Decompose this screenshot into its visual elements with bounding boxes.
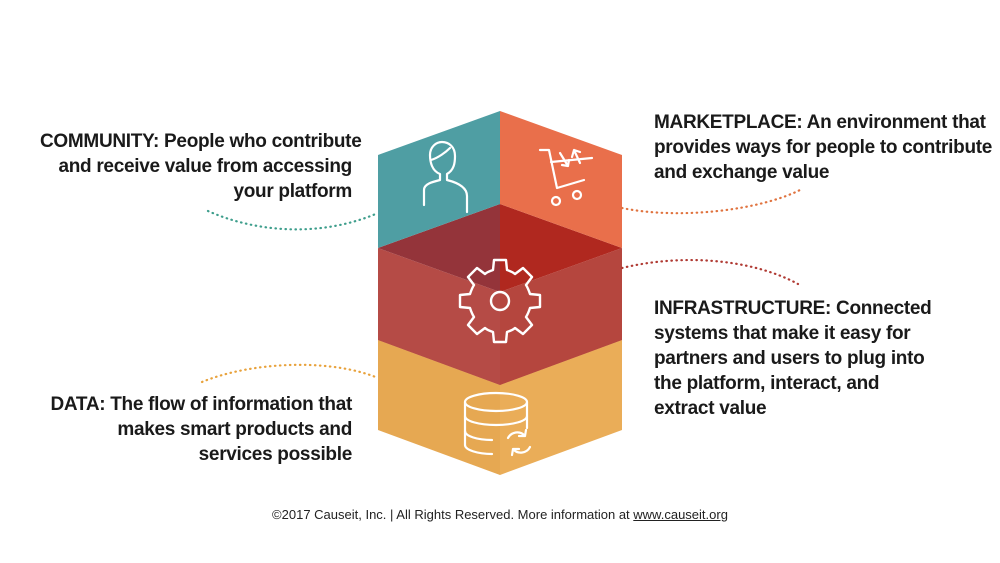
data-label-line: DATA: The flow of information that bbox=[50, 394, 353, 415]
person-icon bbox=[422, 140, 469, 214]
community-label: COMMUNITY: People who contribute and rec… bbox=[40, 129, 362, 204]
data-label-line: makes smart products and bbox=[117, 419, 352, 440]
marketplace-label-line: MARKETPLACE: An environment that bbox=[654, 112, 986, 133]
infrastructure-label-line: extract value bbox=[654, 398, 767, 419]
community-label-line: your platform bbox=[233, 181, 352, 202]
infrastructure-connector bbox=[620, 258, 800, 286]
infrastructure-layer-right-face bbox=[500, 248, 622, 385]
marketplace-label: MARKETPLACE: An environment that provide… bbox=[654, 110, 993, 185]
footer-link[interactable]: www.causeit.org bbox=[633, 507, 728, 522]
marketplace-label-line: and exchange value bbox=[654, 162, 830, 183]
data-label: DATA: The flow of information that makes… bbox=[40, 392, 353, 467]
data-connector bbox=[200, 363, 380, 384]
shopping-cart-icon bbox=[538, 148, 594, 207]
footer-text: ©2017 Causeit, Inc. | All Rights Reserve… bbox=[272, 507, 634, 522]
database-sync-icon bbox=[463, 391, 532, 457]
gear-icon bbox=[458, 258, 542, 344]
community-connector bbox=[206, 209, 380, 231]
marketplace-layer-face bbox=[500, 111, 622, 248]
infrastructure-label-line: systems that make it easy for bbox=[654, 323, 911, 344]
community-label-line: and receive value from accessing bbox=[58, 156, 352, 177]
infrastructure-label-line: INFRASTRUCTURE: Connected bbox=[654, 298, 932, 319]
marketplace-connector bbox=[620, 188, 802, 215]
marketplace-label-line: provides ways for people to contribute bbox=[654, 137, 993, 158]
infrastructure-layer-left-face bbox=[378, 248, 500, 385]
infrastructure-layer-top-face-left bbox=[378, 204, 500, 292]
data-label-line: services possible bbox=[198, 444, 353, 465]
infrastructure-label-line: the platform, interact, and bbox=[654, 373, 880, 394]
infrastructure-label: INFRASTRUCTURE: Connected systems that m… bbox=[654, 296, 984, 421]
infrastructure-label-line: partners and users to plug into bbox=[654, 348, 925, 369]
footer-copyright: ©2017 Causeit, Inc. | All Rights Reserve… bbox=[0, 507, 1000, 522]
infrastructure-layer-top-face-right bbox=[500, 204, 622, 292]
community-label-line: COMMUNITY: People who contribute bbox=[40, 131, 362, 152]
